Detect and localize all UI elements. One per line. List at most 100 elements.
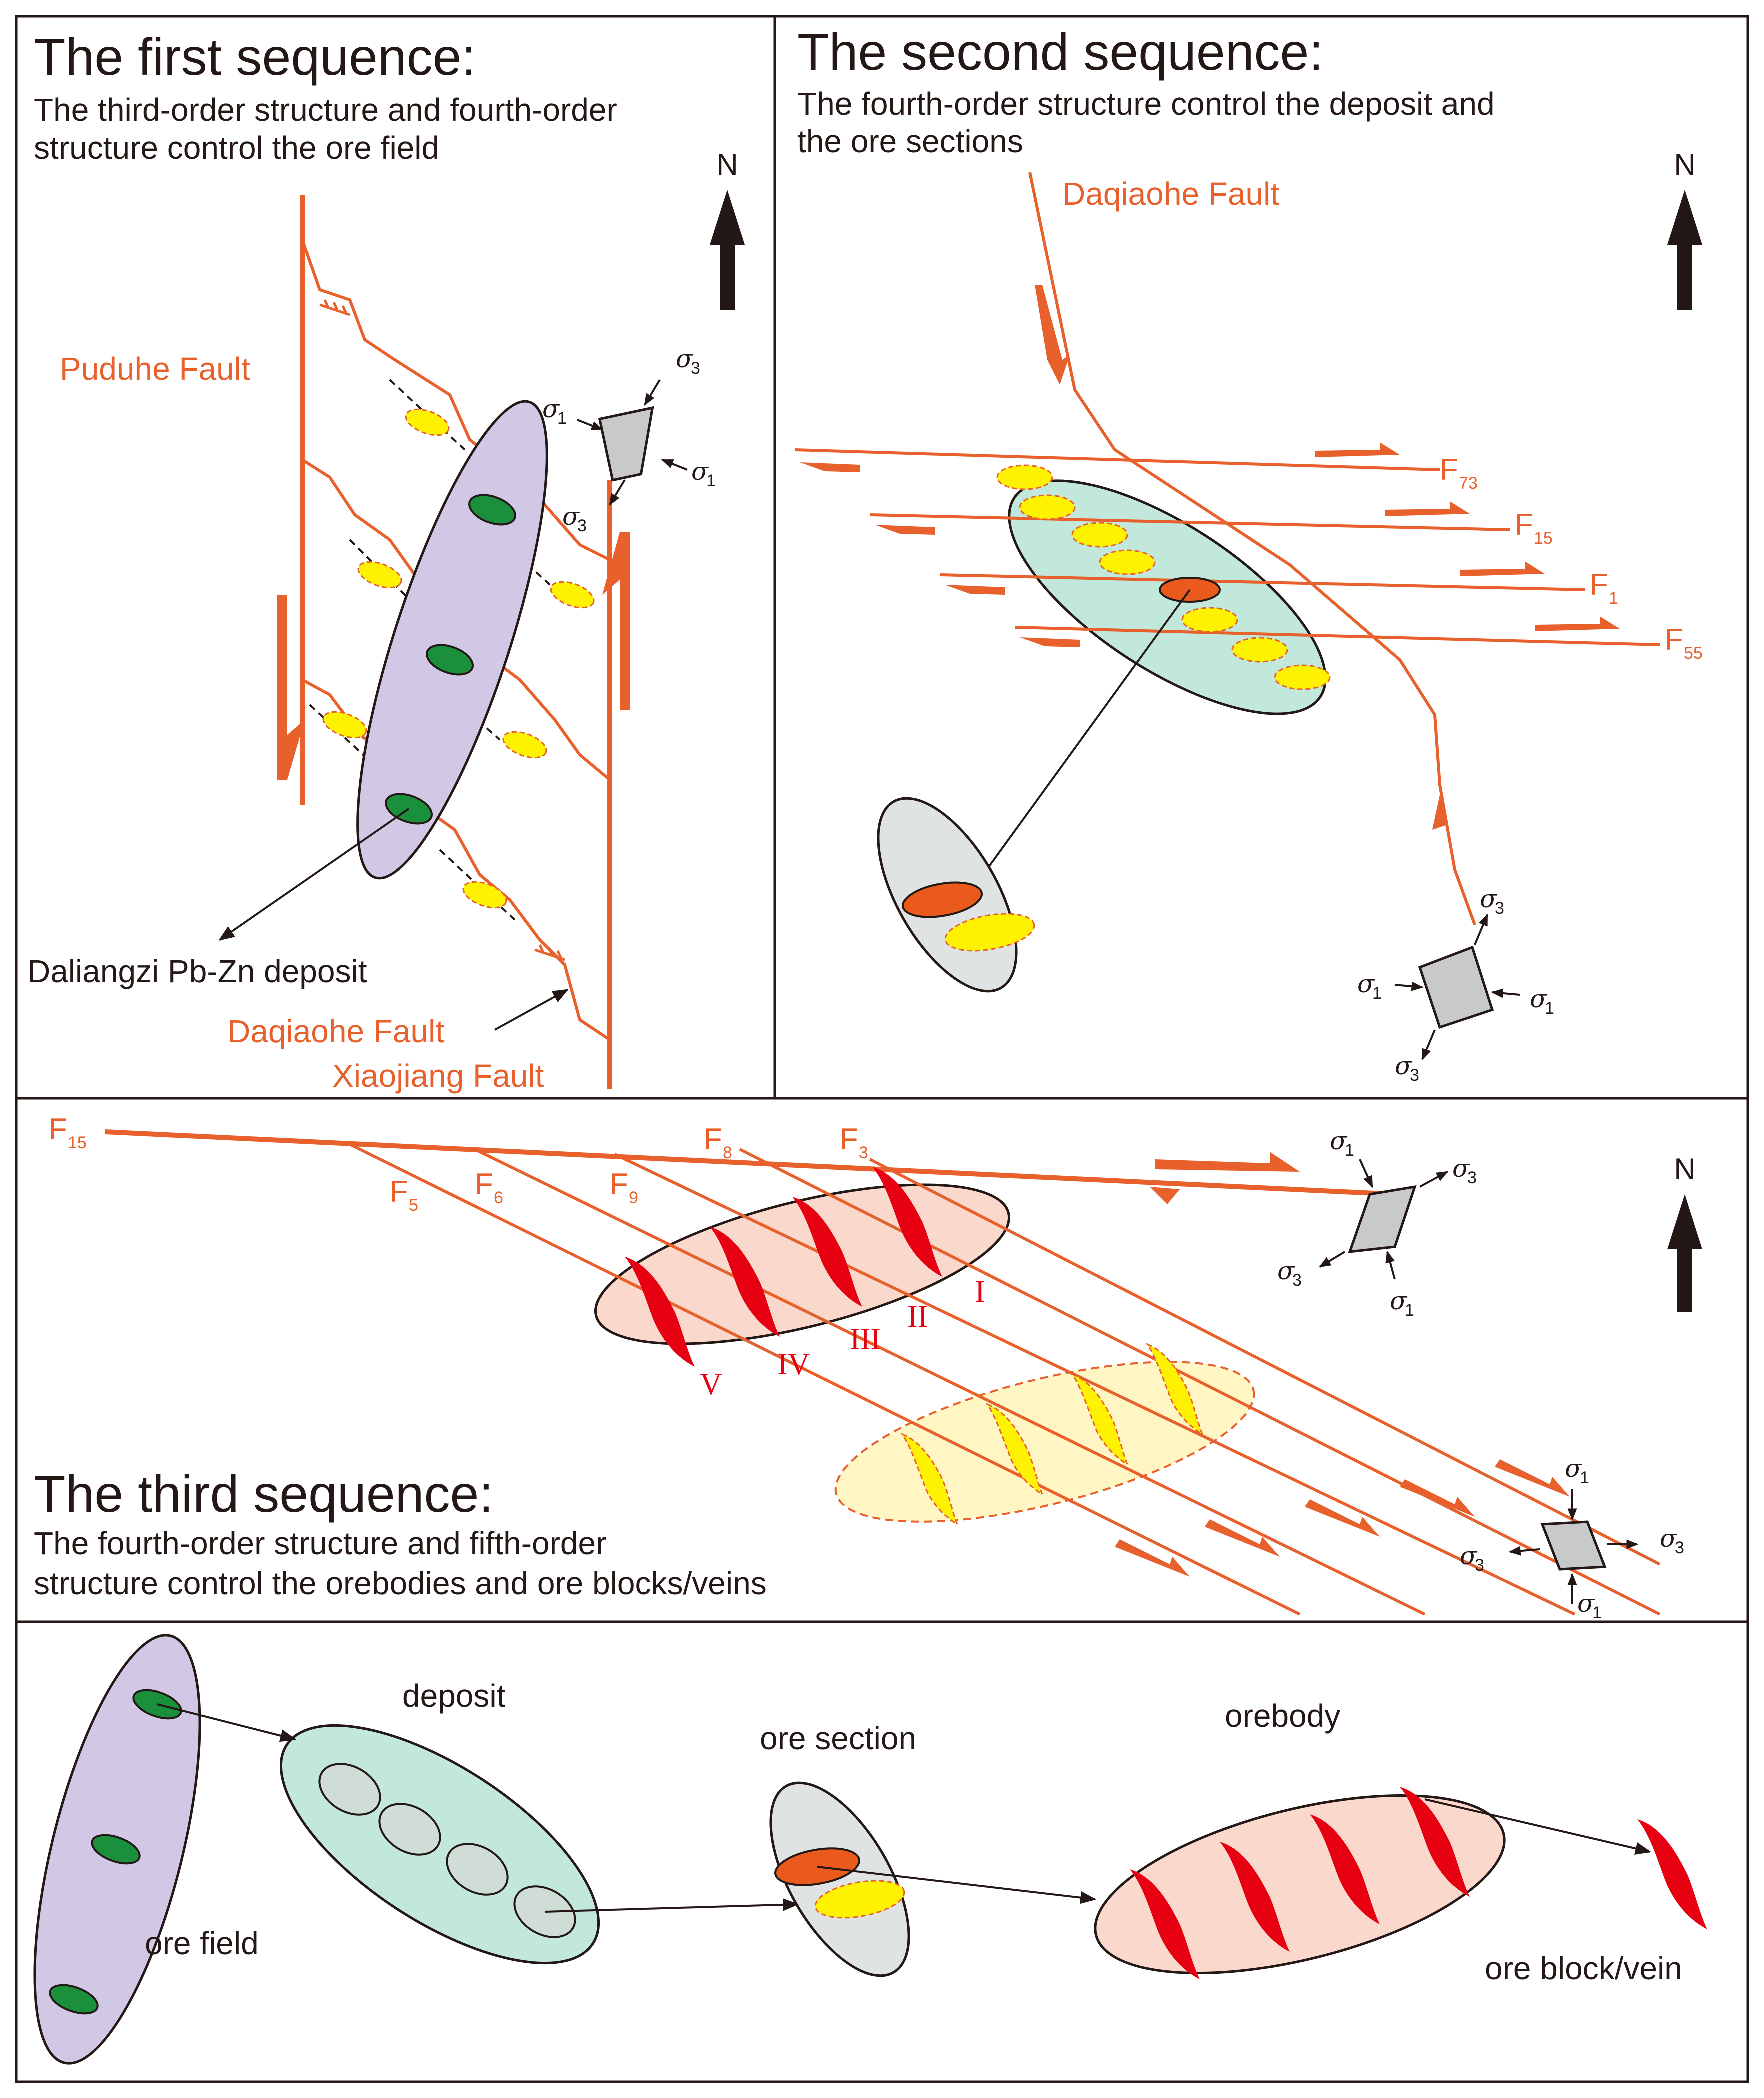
sigma3-label: σ: [1660, 1524, 1678, 1553]
fault-label: F: [475, 1167, 493, 1201]
sigma1-sub: 1: [1405, 1301, 1414, 1320]
panel2-ore-sections: [996, 464, 1331, 690]
fault-label-sub: 15: [1534, 529, 1553, 548]
panel-hierarchy-legend: ore field deposit ore section orebody or…: [33, 1634, 1707, 2065]
sigma1-label: σ: [1530, 984, 1548, 1013]
panel-second-sequence: The second sequence: The fourth-order st…: [794, 23, 1703, 1085]
north-arrow-panel3: N: [1667, 1152, 1702, 1312]
orebody-number: III: [850, 1322, 881, 1356]
stress-symbol-panel3a: σ 1 σ 1 σ 3 σ 3: [1277, 1126, 1477, 1320]
fault-label-sub: 9: [629, 1188, 638, 1207]
fault-label-sub: 15: [68, 1133, 87, 1152]
sigma3-sub: 3: [1675, 1538, 1684, 1557]
sigma3-label: σ: [1480, 884, 1498, 913]
fault-label: F: [390, 1175, 408, 1208]
ore-block-vein: [1637, 1819, 1707, 1929]
fault-label-sub: 55: [1684, 644, 1703, 663]
sigma3-sub: 3: [1475, 1556, 1484, 1575]
sigma3-label: σ: [1452, 1154, 1470, 1183]
stress-symbol-panel3b: σ 1 σ 1 σ 3 σ 3: [1460, 1454, 1684, 1622]
sigma1-label: σ: [542, 394, 560, 423]
daliangzi-deposit-label: Daliangzi Pb-Zn deposit: [27, 953, 367, 989]
fault-label: F: [49, 1112, 67, 1146]
deposit-label: deposit: [402, 1678, 506, 1714]
panel2-ew-faults: [794, 442, 1660, 647]
fault-label-sub: 73: [1459, 474, 1478, 493]
panel2-title: The second sequence:: [797, 23, 1323, 81]
panel3-fault-labels: F 15 F 8 F 3 F 5 F 6 F 9: [49, 1112, 868, 1215]
panel-third-sequence: F 15 F 8 F 3 F 5 F 6 F 9: [34, 1112, 1702, 1622]
sigma1-label: σ: [1330, 1126, 1348, 1155]
panel3-subtitle-line1: The fourth-order structure and fifth-ord…: [34, 1525, 606, 1561]
sigma1-sub: 1: [706, 471, 716, 490]
sigma3-label: σ: [562, 502, 580, 531]
halo-ellipse-panel3: [834, 1361, 1255, 1523]
fault-label: F: [1665, 623, 1683, 656]
fault-label: F: [1590, 568, 1608, 601]
north-label: N: [1674, 148, 1695, 181]
panel3-slip-arrows: [1115, 1459, 1570, 1577]
panel-first-sequence: The first sequence: The third-order stru…: [27, 28, 745, 1094]
ore-section-ellipse: [769, 1781, 910, 1977]
sigma1-label: σ: [1565, 1454, 1583, 1483]
xiaojiang-fault-label: Xiaojiang Fault: [332, 1058, 544, 1094]
sigma1-sub: 1: [1592, 1603, 1602, 1622]
ore-section-label: ore section: [760, 1720, 916, 1756]
fault-label-sub: 6: [494, 1188, 503, 1207]
panel-frames: [15, 15, 1749, 2083]
sinistral-arrow-puduhe: [277, 595, 305, 780]
sigma3-sub: 3: [691, 359, 700, 378]
daqiaohe-fault-label-panel1: Daqiaohe Fault: [227, 1013, 444, 1049]
sigma1-sub: 1: [1545, 999, 1554, 1018]
panel2-subtitle-line1: The fourth-order structure control the d…: [797, 86, 1495, 122]
ore-field-label: ore field: [145, 1925, 259, 1961]
stress-symbol-panel2: σ 3 σ 1 σ 1 σ 3: [1357, 884, 1554, 1085]
panel1-subtitle-line1: The third-order structure and fourth-ord…: [34, 92, 617, 128]
sigma1-label: σ: [1390, 1286, 1408, 1315]
dextral-arrow-xiaojiang: [602, 532, 630, 710]
sigma1-sub: 1: [1345, 1141, 1354, 1160]
panel2-subtitle-line2: the ore sections: [797, 123, 1023, 159]
orebody-number: IV: [777, 1347, 810, 1381]
panel3-subtitle-line2: structure control the orebodies and ore …: [34, 1565, 767, 1601]
sigma3-label: σ: [1460, 1541, 1478, 1570]
sigma1-label: σ: [691, 457, 709, 486]
orebody-ellipse: [1094, 1794, 1506, 1975]
orebody-number: II: [907, 1300, 928, 1334]
panel1-subtitle-line2: structure control the ore field: [34, 130, 439, 166]
panel3-nw-se-faults: [349, 1143, 1661, 1616]
north-arrow-panel2: N: [1667, 148, 1702, 310]
fault-label: F: [1440, 453, 1458, 486]
daqiaohe-fault-label-panel2: Daqiaohe Fault: [1062, 176, 1279, 212]
fault-label: F: [610, 1167, 628, 1201]
sigma1-sub: 1: [1580, 1468, 1589, 1487]
orebody-number: V: [700, 1367, 722, 1401]
sigma3-sub: 3: [1495, 899, 1504, 918]
sigma3-label: σ: [1395, 1051, 1413, 1080]
puduhe-fault-label: Puduhe Fault: [60, 351, 250, 387]
sigma1-sub: 1: [1372, 984, 1382, 1003]
orebody-ellipse-panel3: [594, 1183, 1010, 1345]
panel1-title: The first sequence:: [34, 28, 476, 86]
sigma3-sub: 3: [577, 516, 587, 535]
sigma3-sub: 3: [1292, 1271, 1302, 1290]
north-label: N: [716, 148, 738, 181]
sigma1-label: σ: [1577, 1589, 1595, 1618]
fault-label: F: [840, 1122, 858, 1156]
ore-field-ellipse-panel1: [356, 400, 548, 880]
fault-label-sub: 1: [1609, 589, 1618, 608]
fault-label: F: [704, 1122, 722, 1156]
fault-label: F: [1515, 508, 1533, 541]
fault-label-sub: 8: [723, 1143, 732, 1162]
north-label: N: [1674, 1152, 1695, 1186]
orebody-label: orebody: [1225, 1698, 1340, 1734]
ore-block-label: ore block/vein: [1485, 1950, 1682, 1986]
sigma1-sub: 1: [557, 409, 567, 428]
stress-symbol-panel1: σ 3 σ 1 σ 1 σ 3: [542, 344, 716, 535]
panel2-fault-labels: F 73 F 15 F 1 F 55: [1440, 453, 1703, 663]
fault-label-sub: 3: [859, 1143, 868, 1162]
orebody-numbers: I II III IV V: [700, 1275, 985, 1401]
sigma3-label: σ: [676, 344, 694, 373]
orebody-number: I: [975, 1275, 985, 1309]
